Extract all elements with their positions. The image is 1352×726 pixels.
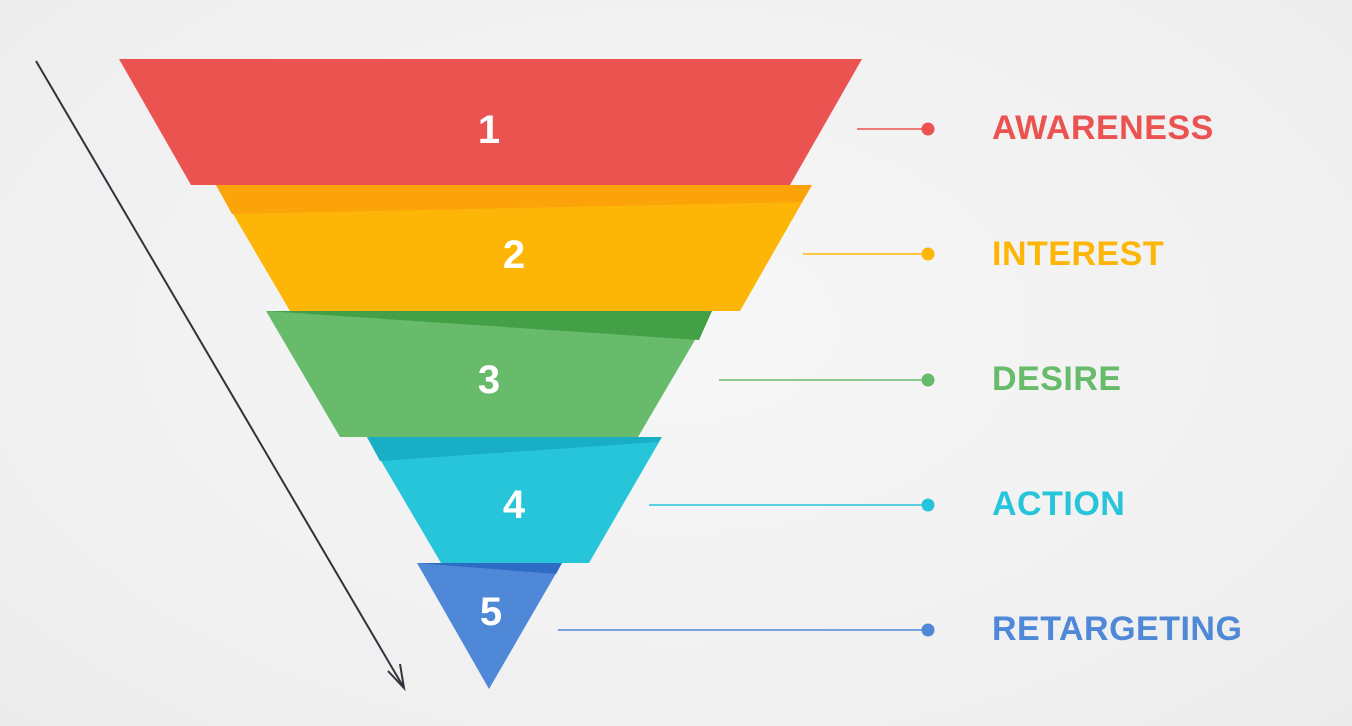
connector-5 (558, 623, 935, 637)
stage-number-2: 2 (503, 233, 525, 277)
stage-label-action: ACTION (992, 485, 1126, 523)
connector-4 (649, 498, 935, 512)
stage-number-3: 3 (478, 358, 500, 402)
funnel-stage-2: 2 (216, 185, 812, 311)
connector-1 (857, 122, 935, 136)
stage-label-awareness: AWARENESS (992, 109, 1214, 147)
funnel-stage-4: 4 (367, 437, 662, 563)
stage-number-5: 5 (480, 590, 502, 634)
flow-arrow (35, 60, 406, 692)
stage-label-desire: DESIRE (992, 360, 1122, 398)
connector-3 (719, 373, 935, 387)
funnel-stage-3: 3 (266, 311, 712, 437)
stage-label-retargeting: RETARGETING (992, 610, 1243, 648)
stage-number-1: 1 (478, 108, 500, 152)
funnel-stage-5: 5 (417, 563, 562, 689)
stage-label-interest: INTEREST (992, 235, 1165, 273)
funnel-stage-1: 1 (119, 59, 862, 185)
stage-number-4: 4 (503, 483, 526, 527)
connector-2 (803, 247, 935, 261)
